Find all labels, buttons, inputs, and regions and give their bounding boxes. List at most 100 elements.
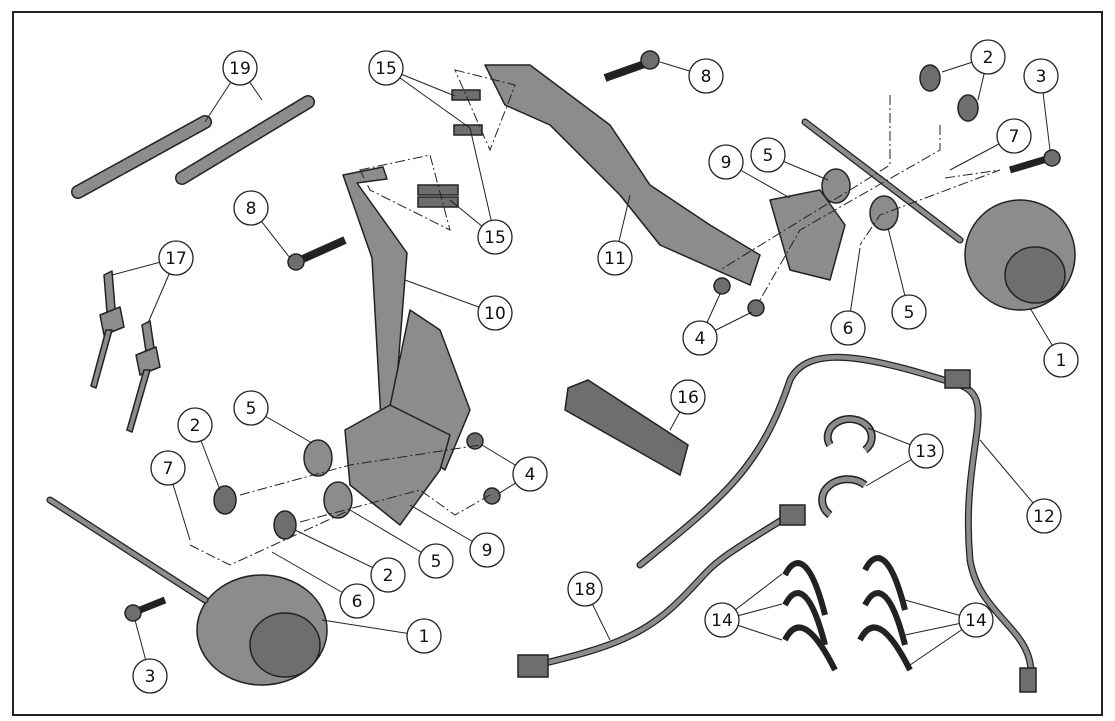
callout-circle bbox=[996, 118, 1032, 154]
callout-number: 1 bbox=[419, 627, 430, 647]
callout-circle bbox=[339, 583, 375, 619]
callout-6: 6 bbox=[830, 310, 866, 346]
callout-number: 3 bbox=[145, 667, 156, 687]
callout-number: 14 bbox=[711, 611, 733, 631]
callout-circle bbox=[233, 390, 269, 426]
callout-2: 2 bbox=[970, 39, 1006, 75]
callout-number: 8 bbox=[701, 67, 712, 87]
callout-19: 19 bbox=[222, 50, 258, 86]
callout-circle bbox=[477, 219, 513, 255]
callout-number: 7 bbox=[1009, 127, 1020, 147]
callout-number: 5 bbox=[763, 146, 774, 166]
right-bracket-part bbox=[484, 64, 761, 286]
fog-light-part bbox=[196, 199, 1076, 686]
callout-3: 3 bbox=[132, 658, 168, 694]
callout-circle bbox=[418, 543, 454, 579]
callout-5: 5 bbox=[233, 390, 269, 426]
callout-circle bbox=[222, 50, 258, 86]
callout-circle bbox=[708, 144, 744, 180]
callout-circle bbox=[177, 407, 213, 443]
callout-7: 7 bbox=[150, 450, 186, 486]
callout-11: 11 bbox=[597, 240, 633, 276]
callout-number: 19 bbox=[229, 59, 251, 79]
callout-4: 4 bbox=[682, 320, 718, 356]
callout-circle bbox=[750, 137, 786, 173]
callout-15: 15 bbox=[368, 50, 404, 86]
callout-5: 5 bbox=[891, 294, 927, 330]
callout-number: 5 bbox=[904, 303, 915, 323]
callout-number: 8 bbox=[246, 199, 257, 219]
callout-circle bbox=[682, 320, 718, 356]
callout-circle bbox=[1026, 498, 1062, 534]
callout-circle bbox=[1023, 58, 1059, 94]
callout-16: 16 bbox=[670, 379, 706, 415]
callout-circle bbox=[477, 295, 513, 331]
callout-circle bbox=[512, 456, 548, 492]
callout-number: 1 bbox=[1056, 351, 1067, 371]
callout-6: 6 bbox=[339, 583, 375, 619]
spiral-wrap-part bbox=[71, 95, 315, 199]
callout-circle bbox=[958, 602, 994, 638]
callout-circle bbox=[830, 310, 866, 346]
cable-tie-part bbox=[90, 270, 161, 433]
adhesive-pad-part bbox=[564, 379, 689, 477]
callout-circle bbox=[233, 190, 269, 226]
hose-clip-part bbox=[782, 555, 913, 672]
leader-line bbox=[469, 127, 496, 238]
callout-circle bbox=[908, 433, 944, 469]
callout-number: 13 bbox=[915, 442, 937, 462]
callout-18: 18 bbox=[567, 571, 603, 607]
callout-circle bbox=[891, 294, 927, 330]
callout-number: 3 bbox=[1036, 67, 1047, 87]
callout-number: 9 bbox=[482, 541, 493, 561]
callout-number: 2 bbox=[983, 48, 994, 68]
callout-circle bbox=[370, 557, 406, 593]
callout-7: 7 bbox=[996, 118, 1032, 154]
callout-14: 14 bbox=[958, 602, 994, 638]
callout-2: 2 bbox=[177, 407, 213, 443]
callout-number: 15 bbox=[375, 59, 397, 79]
callout-17: 17 bbox=[158, 240, 194, 276]
callout-9: 9 bbox=[469, 532, 505, 568]
callout-number: 6 bbox=[843, 319, 854, 339]
callout-8: 8 bbox=[688, 58, 724, 94]
callout-14: 14 bbox=[704, 602, 740, 638]
left-bracket-part bbox=[342, 166, 408, 444]
callout-number: 5 bbox=[431, 552, 442, 572]
callout-circle bbox=[158, 240, 194, 276]
callout-number: 18 bbox=[574, 580, 596, 600]
callout-number: 12 bbox=[1033, 507, 1055, 527]
callout-circle bbox=[150, 450, 186, 486]
callout-circle bbox=[406, 618, 442, 654]
callout-13: 13 bbox=[908, 433, 944, 469]
callout-5: 5 bbox=[750, 137, 786, 173]
callout-circle bbox=[970, 39, 1006, 75]
callout-number: 14 bbox=[965, 611, 987, 631]
callout-number: 17 bbox=[165, 249, 187, 269]
callout-number: 15 bbox=[484, 228, 506, 248]
callout-number: 2 bbox=[190, 416, 201, 436]
callout-number: 7 bbox=[163, 459, 174, 479]
callout-number: 2 bbox=[383, 566, 394, 586]
callout-circle bbox=[132, 658, 168, 694]
callout-circle bbox=[368, 50, 404, 86]
callout-number: 5 bbox=[246, 399, 257, 419]
callout-number: 4 bbox=[525, 465, 536, 485]
wiring-harness-part bbox=[636, 353, 1037, 693]
callout-1: 1 bbox=[1043, 342, 1079, 378]
callout-3: 3 bbox=[1023, 58, 1059, 94]
callout-number: 9 bbox=[721, 153, 732, 173]
callout-number: 16 bbox=[677, 388, 699, 408]
callout-circle bbox=[597, 240, 633, 276]
diagram-frame bbox=[12, 11, 1103, 716]
callout-circle bbox=[704, 602, 740, 638]
callout-15: 15 bbox=[477, 219, 513, 255]
callout-9: 9 bbox=[708, 144, 744, 180]
callout-10: 10 bbox=[477, 295, 513, 331]
callout-4: 4 bbox=[512, 456, 548, 492]
callout-circle bbox=[670, 379, 706, 415]
callout-circle bbox=[567, 571, 603, 607]
callout-circle bbox=[469, 532, 505, 568]
callout-2: 2 bbox=[370, 557, 406, 593]
callout-5: 5 bbox=[418, 543, 454, 579]
